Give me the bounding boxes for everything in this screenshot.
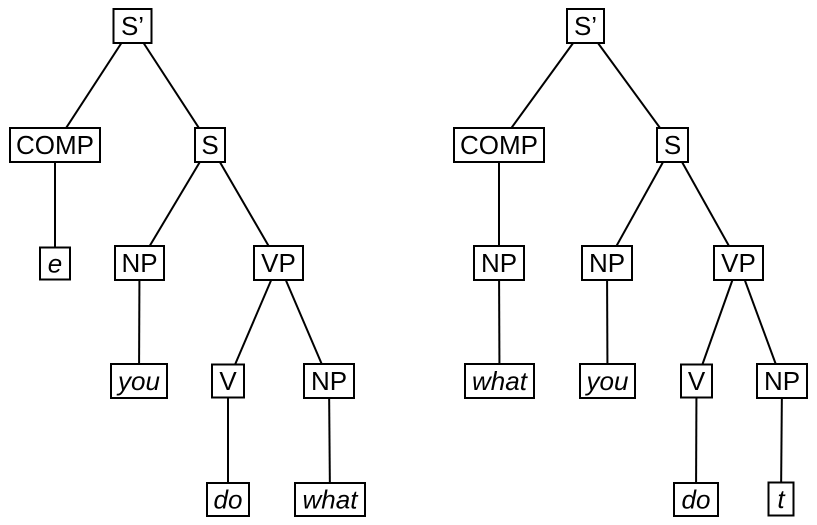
left-tree-node-label-comp: COMP	[16, 130, 94, 160]
left-tree-node-label-np-subj: NP	[121, 248, 157, 278]
right-tree-node-s-prime: S’	[566, 8, 605, 44]
right-tree-edge-np-subj-you	[606, 262, 609, 382]
right-tree-node-v: V	[680, 363, 713, 399]
right-tree-edge-s-vp	[671, 144, 740, 264]
right-tree-edge-s-prime-comp	[498, 25, 587, 146]
right-tree-node-label-np-wh: NP	[481, 248, 517, 278]
right-tree-edge-np-wh-what	[498, 262, 501, 382]
right-tree-node-box-t	[767, 481, 795, 517]
right-tree-edge-vp-np-obj	[737, 262, 783, 382]
left-tree-node-label-do: do	[214, 485, 243, 515]
left-tree-node-do: do	[206, 482, 250, 517]
right-tree-node-box-s-prime	[566, 8, 605, 44]
right-tree-node-label-what: what	[472, 366, 529, 396]
right-tree-node-t: t	[767, 481, 795, 517]
left-tree-node-box-np-obj	[303, 363, 355, 399]
left-tree-node-box-np-subj	[114, 245, 165, 281]
left-tree-node-label-vp: VP	[261, 248, 296, 278]
right-tree-node-np-wh: NP	[473, 245, 525, 281]
left-tree-node-np-subj: NP	[114, 245, 165, 281]
left-tree-node-you: you	[110, 363, 168, 399]
left-tree-node-label-s-prime: S’	[121, 11, 144, 41]
left-tree-edge-vp-np-obj	[277, 262, 330, 382]
right-tree-node-np-subj: NP	[581, 245, 633, 281]
left-tree-edge-s-np-subj	[138, 144, 211, 264]
left-tree-edge-s-vp	[209, 144, 280, 264]
left-tree-node-e: e	[39, 246, 71, 281]
left-tree-node-label-e: e	[48, 249, 62, 279]
right-tree-node-s: S	[656, 127, 689, 163]
left-tree-node-box-s-prime	[112, 8, 153, 44]
right-tree-node-box-do	[673, 482, 719, 517]
right-tree-node-label-s-prime: S’	[574, 11, 597, 41]
left-tree-node-s-prime: S’	[112, 8, 153, 44]
left-tree-node-box-comp	[9, 127, 101, 163]
left-tree-node-box-e	[39, 246, 71, 281]
left-tree-node-box-s	[194, 127, 226, 163]
left-tree-node-box-v	[211, 363, 245, 399]
right-tree-node-you: you	[579, 363, 636, 399]
right-tree-node-label-v: V	[688, 366, 706, 396]
left-tree-edge-vp-v	[227, 262, 280, 382]
left-tree-edge-s-prime-s	[131, 25, 211, 146]
left-tree-edge-np-obj-what	[328, 380, 331, 500]
right-tree-node-box-s	[656, 127, 689, 163]
right-tree-node-label-np-obj: NP	[764, 366, 800, 396]
right-tree: S’ COMP S NP NP VP what you V NP do t	[453, 8, 808, 517]
right-tree-edge-s-np-subj	[606, 144, 674, 264]
left-tree-node-box-what	[294, 482, 366, 517]
right-tree-node-box-you	[579, 363, 636, 399]
left-tree-node-label-what: what	[303, 485, 360, 515]
right-tree-node-comp: COMP	[453, 127, 545, 163]
right-tree-node-box-vp	[713, 245, 764, 281]
right-tree-node-label-comp: COMP	[460, 130, 538, 160]
right-tree-node-box-np-obj	[756, 363, 808, 399]
left-tree-node-box-you	[110, 363, 168, 399]
right-tree-node-label-do: do	[682, 485, 711, 515]
right-tree-edge-s-prime-s	[584, 25, 674, 146]
right-tree-node-label-np-subj: NP	[589, 248, 625, 278]
right-tree-node-label-vp: VP	[721, 248, 756, 278]
right-tree-node-do: do	[673, 482, 719, 517]
left-tree-node-s: S	[194, 127, 226, 163]
left-tree-node-label-you: you	[116, 366, 160, 396]
left-tree-node-label-v: V	[219, 366, 237, 396]
right-tree-node-label-s: S	[664, 130, 681, 160]
left-tree-edge-np-subj-you	[138, 262, 141, 382]
right-tree-node-box-comp	[453, 127, 545, 163]
left-tree-node-box-vp	[253, 245, 304, 281]
right-tree-node-label-you: you	[585, 366, 629, 396]
right-tree-node-np-obj: NP	[756, 363, 808, 399]
left-tree-node-np-obj: NP	[303, 363, 355, 399]
right-tree-node-box-np-subj	[581, 245, 633, 281]
left-tree-node-vp: VP	[253, 245, 304, 281]
left-tree-node-v: V	[211, 363, 245, 399]
left-tree-node-label-s: S	[201, 130, 218, 160]
right-tree-edge-v-do	[695, 380, 698, 500]
right-tree-node-box-what	[464, 363, 535, 399]
left-tree-node-what: what	[294, 482, 366, 517]
right-tree-node-box-v	[680, 363, 713, 399]
right-tree-node-vp: VP	[713, 245, 764, 281]
left-tree-node-box-do	[206, 482, 250, 517]
right-tree-node-box-np-wh	[473, 245, 525, 281]
right-tree-edge-np-obj-t	[780, 380, 783, 500]
right-tree-node-label-t: t	[777, 484, 786, 514]
left-tree-edge-s-prime-comp	[54, 25, 134, 146]
left-tree-node-comp: COMP	[9, 127, 101, 163]
left-tree-node-label-np-obj: NP	[311, 366, 347, 396]
right-tree-edge-vp-v	[695, 262, 740, 382]
right-tree-node-what: what	[464, 363, 535, 399]
